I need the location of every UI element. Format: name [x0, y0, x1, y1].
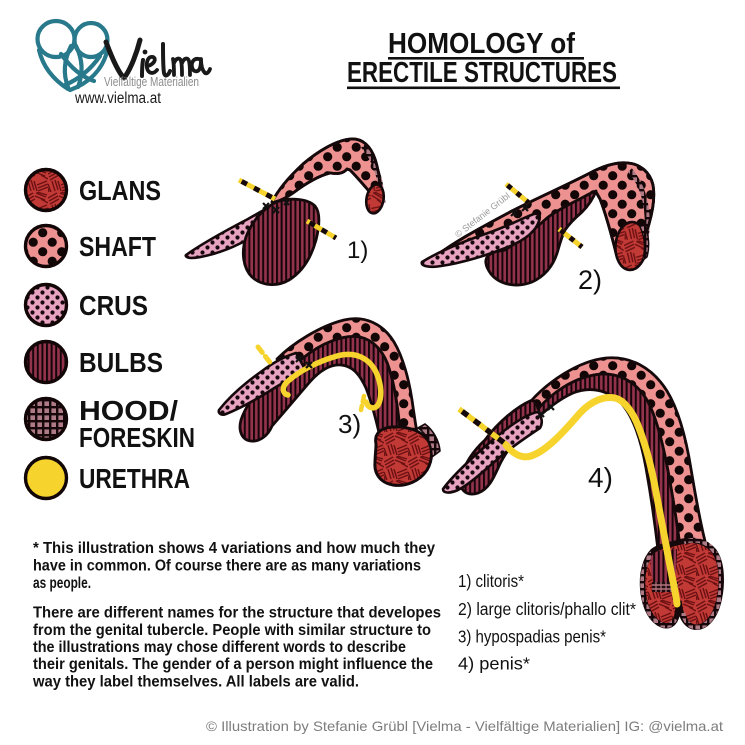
svg-text:4) penis*: 4) penis* — [458, 654, 530, 674]
svg-text:Vielfältige Materialien: Vielfältige Materialien — [104, 75, 199, 89]
svg-text:their genitals. The gender of: their genitals. The gender of a person m… — [33, 656, 433, 673]
svg-text:SHAFT: SHAFT — [79, 231, 156, 262]
svg-text:CRUS: CRUS — [79, 290, 148, 321]
svg-text:There are different names for: There are different names for the struct… — [33, 605, 441, 622]
svg-text:1) clitoris*: 1) clitoris* — [458, 571, 524, 591]
svg-text:ERECTILE STRUCTURES: ERECTILE STRUCTURES — [347, 57, 617, 89]
svg-text:BULBS: BULBS — [79, 347, 163, 378]
svg-text:www.vielma.at: www.vielma.at — [74, 90, 161, 107]
svg-text:© Illustration by Stefanie Grü: © Illustration by Stefanie Grübl [Vielma… — [206, 718, 723, 734]
svg-text:FORESKIN: FORESKIN — [79, 422, 195, 453]
svg-text:2): 2) — [578, 265, 602, 295]
svg-text:2) large clitoris/phallo clit*: 2) large clitoris/phallo clit* — [458, 599, 636, 619]
svg-text:1): 1) — [347, 237, 368, 264]
svg-text:as people.: as people. — [33, 575, 91, 592]
svg-text:HOMOLOGY of: HOMOLOGY of — [388, 28, 575, 60]
svg-text:* This illustration shows 4 va: * This illustration shows 4 variations a… — [33, 540, 435, 557]
svg-text:GLANS: GLANS — [79, 175, 161, 206]
svg-text:URETHRA: URETHRA — [79, 463, 190, 494]
svg-text:the illustrations may chose di: the illustrations may chose different wo… — [33, 639, 406, 656]
svg-text:3) hypospadias penis*: 3) hypospadias penis* — [458, 627, 606, 647]
svg-text:way they label themselves. All: way they label themselves. All labels ar… — [32, 674, 359, 691]
svg-text:3): 3) — [338, 409, 361, 439]
svg-text:from the genital tubercle. Peo: from the genital tubercle. People with s… — [33, 622, 431, 639]
svg-text:have in common. Of course ther: have in common. Of course there are as m… — [33, 558, 421, 575]
svg-text:4): 4) — [588, 462, 613, 493]
svg-text:HOOD/: HOOD/ — [79, 395, 178, 426]
